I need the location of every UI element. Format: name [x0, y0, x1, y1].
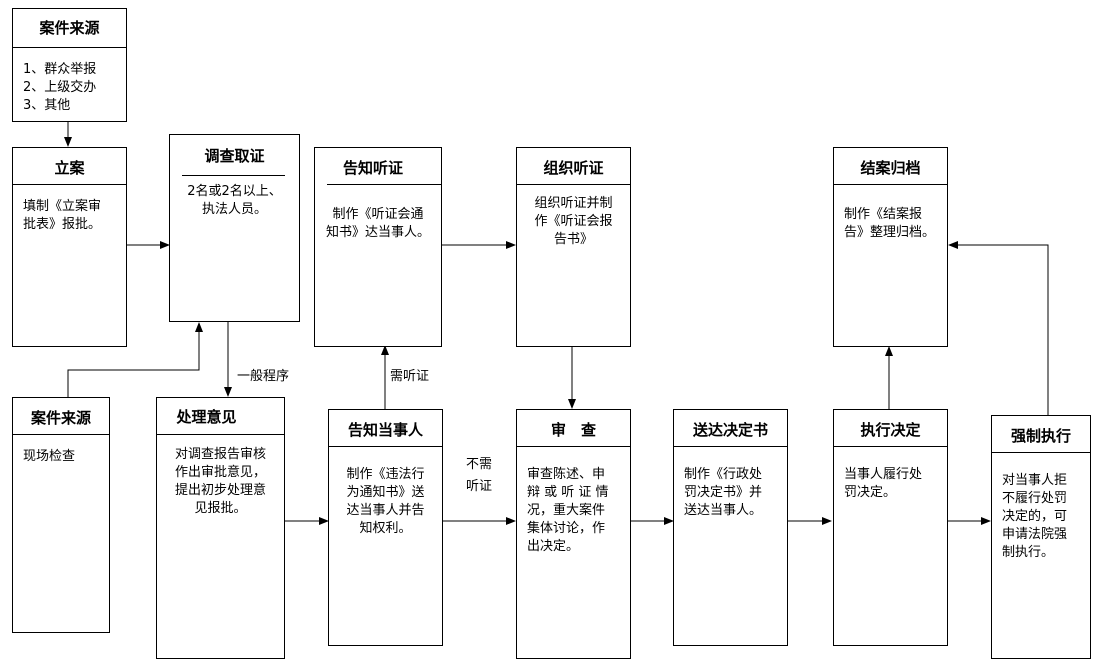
- box-content: 对调查报告审核 作出审批意见， 提出初步处理意 见报批。: [174, 447, 266, 516]
- box-close-archive: 结案归档 制作《结案报 告》整理归档。: [833, 147, 948, 347]
- box-title: 处理意见: [176, 408, 237, 426]
- box-title: 调查取证: [204, 147, 265, 165]
- box-title: 结案归档: [860, 159, 921, 177]
- box-handling-opinion: 处理意见 对调查报告审核 作出审批意见， 提出初步处理意 见报批。: [156, 397, 285, 659]
- box-review: 审 查 审查陈述、申 辩 或 听 证 情 况，重大案件 集体讨论，作 出决定。: [516, 409, 631, 659]
- box-investigation: 调查取证 2名或2名以上、 执法人员。: [169, 134, 300, 322]
- box-title: 强制执行: [1010, 427, 1071, 445]
- box-content: 制作《结案报 告》整理归档。: [844, 207, 936, 240]
- box-content: 制作《听证会通 知书》达当事人。: [325, 207, 430, 240]
- box-case-source-reports: 案件来源 1、群众举报 2、上级交办 3、其他: [12, 8, 127, 122]
- box-organize-hearing: 组织听证 组织听证并制 作《听证会报 告书》: [516, 147, 631, 347]
- box-title: 立案: [54, 159, 85, 177]
- box-content: 组织听证并制 作《听证会报 告书》: [534, 196, 613, 247]
- box-content: 1、群众举报 2、上级交办 3、其他: [23, 62, 97, 113]
- box-content: 现场检查: [23, 449, 76, 464]
- box-content: 当事人履行处 罚决定。: [844, 467, 923, 500]
- label-need-hearing: 需听证: [390, 369, 430, 384]
- arrow-source2-to-diaocha: [67, 322, 203, 397]
- box-title: 告知当事人: [347, 421, 423, 439]
- box-notify-hearing: 告知听证 制作《听证会通 知书》达当事人。: [314, 147, 442, 347]
- box-case-source-inspection: 案件来源 现场检查: [12, 397, 110, 633]
- arrow-qiangzhi-to-jiean: [948, 241, 1049, 415]
- box-content: 制作《行政处 罚决定书》并 送达当事人。: [684, 467, 763, 518]
- label-general-procedure: 一般程序: [237, 369, 290, 384]
- box-content: 填制《立案审 批表》报批。: [23, 199, 102, 232]
- box-content: 对当事人拒 不履行处罚 决定的，可 申请法院强 制执行。: [1002, 473, 1068, 560]
- box-title: 案件来源: [30, 409, 91, 427]
- box-title: 审 查: [550, 421, 596, 439]
- box-title: 案件来源: [39, 19, 100, 37]
- box-execute-decision: 执行决定 当事人履行处 罚决定。: [833, 409, 948, 646]
- box-deliver-decision: 送达决定书 制作《行政处 罚决定书》并 送达当事人。: [673, 409, 788, 646]
- label-no-hearing: 不需 听证: [466, 457, 493, 494]
- box-title: 组织听证: [543, 159, 604, 177]
- box-file-case: 立案 填制《立案审 批表》报批。: [12, 147, 127, 347]
- box-enforcement: 强制执行 对当事人拒 不履行处罚 决定的，可 申请法院强 制执行。: [991, 415, 1091, 659]
- box-notify-party: 告知当事人 制作《违法行 为通知书》送 达当事人并告 知权利。: [328, 409, 443, 646]
- box-title: 告知听证: [342, 159, 403, 177]
- box-content: 制作《违法行 为通知书》送 达当事人并告 知权利。: [346, 467, 425, 536]
- box-title: 执行决定: [860, 421, 921, 439]
- box-content: 审查陈述、申 辩 或 听 证 情 况，重大案件 集体讨论，作 出决定。: [527, 467, 609, 554]
- box-title: 送达决定书: [692, 421, 768, 439]
- box-content: 2名或2名以上、 执法人员。: [187, 184, 282, 217]
